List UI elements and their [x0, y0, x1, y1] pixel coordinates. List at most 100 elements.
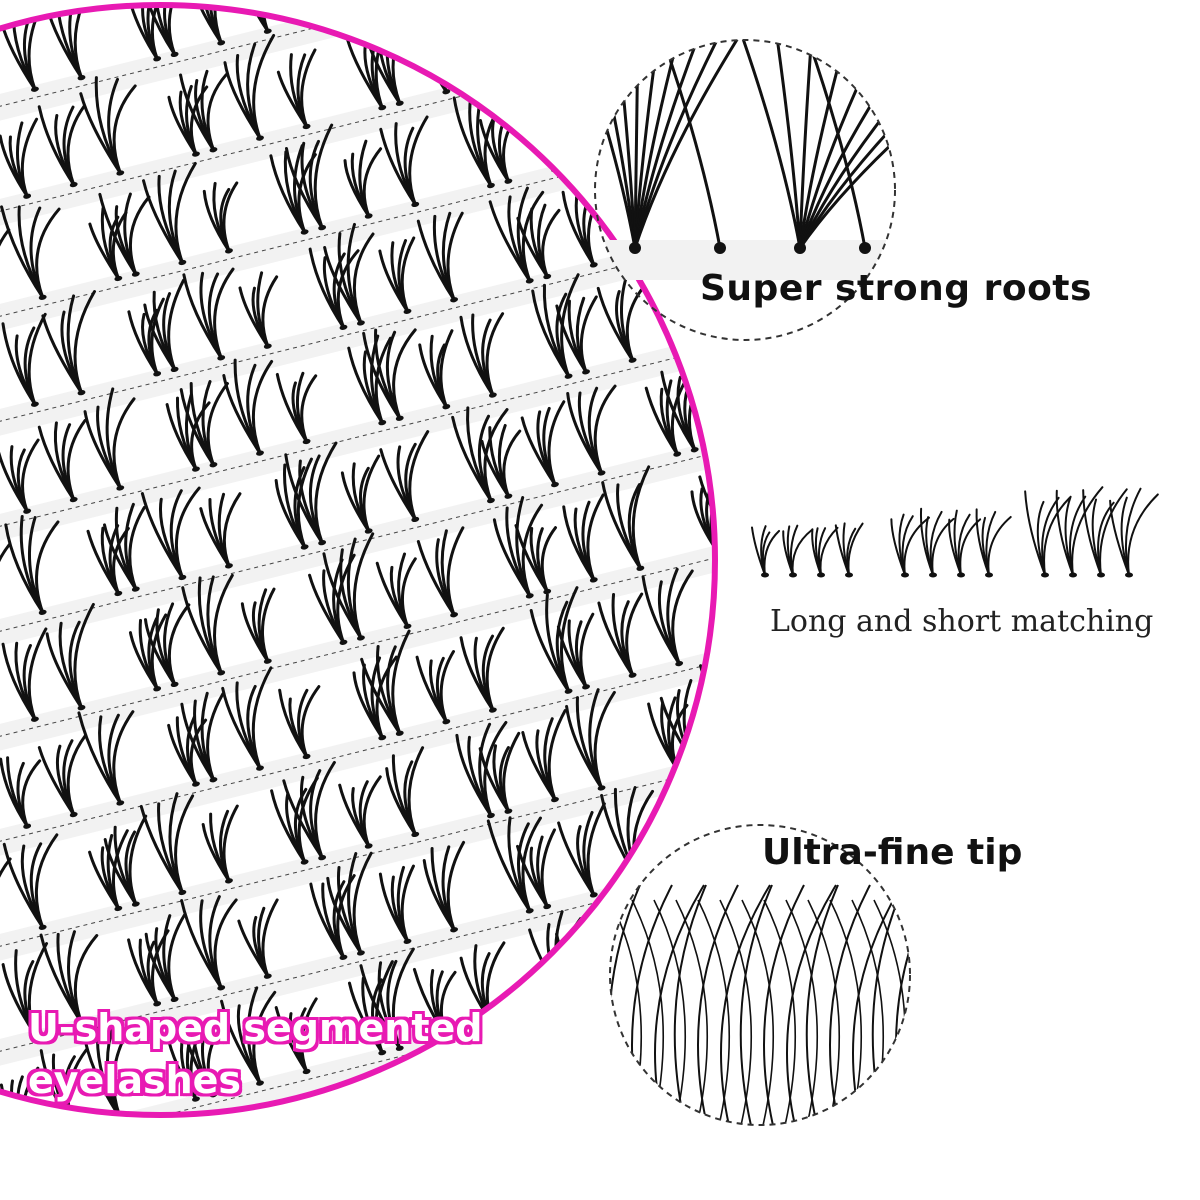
- lash-knot: [263, 973, 272, 979]
- lash-knot: [628, 42, 637, 48]
- lash-strand: [457, 12, 495, 82]
- lash-strand: [27, 942, 49, 1036]
- lash-strip: [0, 445, 816, 772]
- lash-strand: [297, 688, 309, 759]
- lash-knot: [957, 572, 965, 578]
- lash-strand: [720, 662, 773, 753]
- lash-strand: [66, 1048, 88, 1115]
- lash-strand: [567, 938, 588, 1004]
- root-strand: [595, 40, 637, 249]
- lash-strand: [150, 613, 168, 691]
- lash-strand: [251, 666, 273, 770]
- lash-knot: [256, 135, 264, 141]
- lash-knot: [442, 719, 451, 725]
- lash-strand: [760, 445, 816, 533]
- lash-strand: [0, 354, 4, 416]
- lash-strand: [189, 1020, 207, 1101]
- lash-knot: [23, 193, 32, 199]
- lash-knot: [768, 7, 777, 14]
- lash-knot: [116, 485, 125, 491]
- lash-strand: [485, 5, 504, 82]
- lash-strand: [335, 5, 363, 10]
- strip-dash: [0, 14, 715, 234]
- lash-knot: [23, 1138, 32, 1145]
- lash-strand: [620, 5, 635, 47]
- lash-knot: [395, 1045, 404, 1051]
- lash-strand: [713, 458, 765, 545]
- lash-knot: [488, 707, 497, 713]
- lash-strand: [35, 520, 60, 614]
- lash-knot: [178, 574, 187, 581]
- lash-strand: [705, 788, 715, 866]
- lash-knot: [675, 31, 684, 37]
- lash-knot: [487, 497, 495, 504]
- lash-knot: [750, 11, 759, 18]
- lash-strand: [716, 155, 761, 230]
- lash-strand: [0, 668, 4, 732]
- lash-knot: [814, 0, 823, 2]
- lash-knot: [525, 593, 534, 599]
- lash-strand: [323, 5, 345, 14]
- lash-strand: [625, 5, 643, 47]
- lash-knot: [403, 938, 412, 944]
- lash-strand: [502, 731, 521, 813]
- lash-knot: [302, 753, 311, 760]
- lash-knot: [192, 781, 200, 787]
- lash-strand: [733, 0, 755, 16]
- tip-strand: [829, 884, 871, 1125]
- lash-strand: [400, 864, 415, 943]
- lash-knot: [628, 357, 637, 363]
- strip-backing: [0, 318, 715, 562]
- lash-strand: [625, 592, 644, 677]
- lash-knot: [564, 373, 573, 379]
- lash-strand: [111, 211, 128, 280]
- lash-knot: [488, 1022, 497, 1028]
- lash-knot: [929, 572, 937, 578]
- lash-strand: [73, 934, 99, 1025]
- lash-strand: [658, 5, 681, 36]
- strip-backing: [0, 423, 715, 667]
- lash-knot: [153, 56, 162, 62]
- lash-knot: [209, 777, 218, 783]
- root-strand: [633, 40, 703, 249]
- lash-knot: [690, 447, 699, 453]
- lash-knot: [582, 54, 590, 60]
- lash-strand: [73, 5, 98, 80]
- lash-knot: [357, 5, 365, 11]
- lash-strand: [167, 913, 186, 1001]
- lash-strand: [638, 5, 681, 36]
- lash-knot: [768, 322, 777, 329]
- lash-strand: [1127, 493, 1159, 576]
- lash-knot: [378, 420, 387, 426]
- lash-strand: [763, 529, 781, 576]
- lash-strand: [593, 690, 616, 790]
- lash-knot: [77, 705, 86, 711]
- lash-strand: [526, 5, 571, 63]
- lash-knot: [357, 635, 365, 641]
- lash-knot: [551, 796, 559, 803]
- tip-strand: [697, 884, 739, 1125]
- lash-strand: [112, 84, 137, 175]
- lash-knot: [712, 861, 715, 868]
- lash-strand: [352, 232, 375, 325]
- lash-strand: [671, 569, 694, 666]
- lash-length-samples: [751, 486, 1159, 578]
- lash-knot: [761, 572, 769, 578]
- lash-knot: [597, 470, 606, 476]
- lash-strand: [709, 148, 715, 232]
- lash-knot: [170, 366, 179, 373]
- lash-knot: [77, 1020, 86, 1026]
- lash-knot: [750, 326, 759, 333]
- lash-strand: [213, 5, 237, 45]
- lash-strand: [547, 709, 567, 802]
- lash-knot: [256, 1080, 264, 1086]
- lash-strand: [174, 162, 197, 265]
- strip-dash: [0, 119, 715, 339]
- lash-strand: [401, 557, 417, 628]
- lash-strand: [575, 5, 588, 59]
- lash-knot: [178, 259, 187, 266]
- lash-strand: [0, 972, 12, 1046]
- lash-strand: [0, 542, 11, 626]
- lash-knot: [192, 1096, 200, 1102]
- lash-strand: [598, 916, 635, 992]
